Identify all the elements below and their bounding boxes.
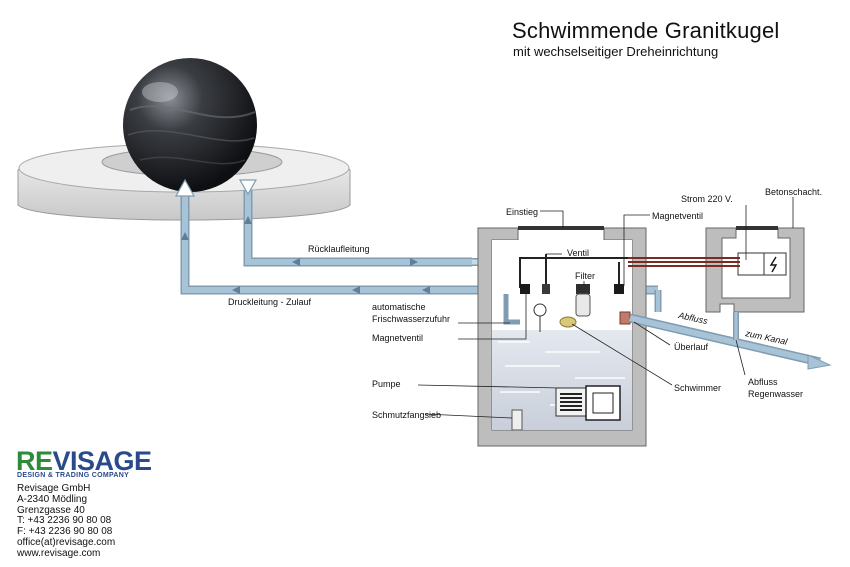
label-rain-drain-1: Abfluss	[748, 377, 778, 387]
label-solenoid-left: Magnetventil	[372, 333, 423, 343]
power-box	[763, 252, 787, 276]
company-email: office(at)revisage.com	[17, 536, 116, 548]
label-pressure-line: Druckleitung - Zulauf	[228, 297, 312, 307]
filter-body	[575, 293, 591, 317]
side-shaft	[705, 226, 805, 313]
label-filter: Filter	[575, 271, 595, 281]
label-rain-drain-2: Regenwasser	[748, 389, 803, 399]
page-subtitle: mit wechselseitiger Dreheinrichtung	[513, 44, 719, 59]
company-logo: REVISAGE	[16, 446, 152, 477]
company-fax: F: +43 2236 90 80 08	[17, 526, 113, 538]
company-website: www.revisage.com	[17, 547, 101, 559]
strainer	[511, 409, 523, 431]
label-fresh-water-2: Frischwasserzufuhr	[372, 314, 450, 324]
label-pump: Pumpe	[372, 379, 401, 389]
label-fresh-water-1: automatische	[372, 302, 426, 312]
lightning-icon	[769, 256, 778, 273]
company-name: Revisage GmbH	[17, 483, 91, 494]
electrical-box	[737, 252, 765, 276]
label-drain: Abfluss	[677, 310, 709, 326]
pump	[555, 385, 621, 421]
label-return-line: Rücklaufleitung	[308, 244, 370, 254]
label-float: Schwimmer	[674, 383, 721, 393]
company-tagline: DESIGN & TRADING COMPANY	[17, 472, 130, 479]
logo-visage: VISAGE	[52, 446, 153, 476]
granite-ball	[123, 58, 257, 192]
company-contact: Revisage GmbH A-2340 Mödling Grenzgasse …	[17, 483, 116, 560]
company-phone: T: +43 2236 90 80 08	[17, 515, 112, 527]
label-overflow: Überlauf	[674, 342, 709, 352]
valve-components	[503, 284, 624, 332]
label-strainer: Schmutzfangsieb	[372, 410, 441, 420]
leader-lines	[417, 197, 794, 419]
power-cable	[519, 254, 740, 288]
page-title: Schwimmende Granitkugel	[512, 18, 780, 43]
label-power: Strom 220 V.	[681, 194, 733, 204]
float	[559, 316, 577, 328]
label-valve: Ventil	[567, 248, 589, 258]
overflow-inlet	[619, 311, 631, 325]
logo-re: RE	[16, 446, 53, 476]
company-city: A-2340 Mödling	[17, 493, 88, 505]
label-concrete-shaft: Betonschacht.	[765, 187, 822, 197]
drain-pipe	[628, 312, 832, 370]
fresh-water-valve	[533, 303, 547, 317]
label-access: Einstieg	[506, 207, 538, 217]
label-solenoid-top: Magnetventil	[652, 211, 703, 221]
company-street: Grenzgasse 40	[17, 504, 85, 516]
